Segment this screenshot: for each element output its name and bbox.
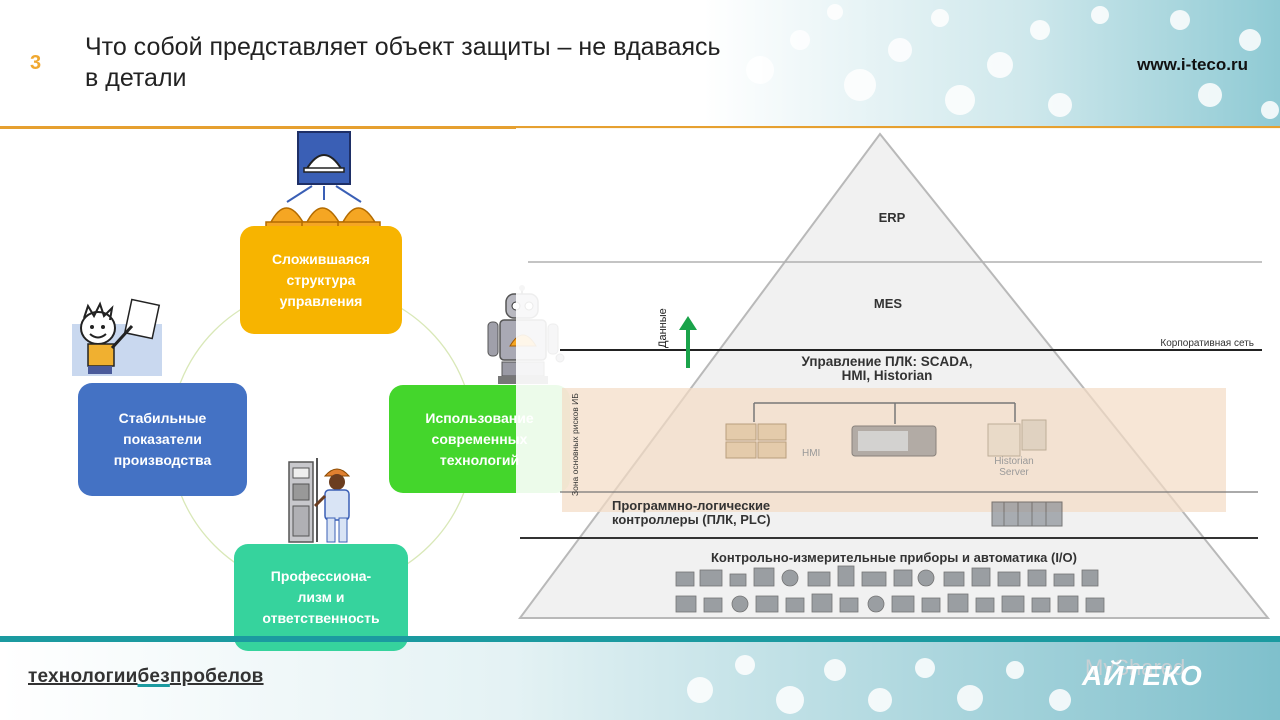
- footer-slogan: технологиибезпробелов: [28, 666, 264, 688]
- monitor-icon: [851, 425, 937, 457]
- automation-pyramid: ERP MES Корпоративная сеть Данные Управл…: [516, 128, 1280, 624]
- engineer-with-cabinet-icon: [288, 458, 351, 543]
- erp-label: ERP: [879, 210, 906, 225]
- worker-with-paper-icon: [72, 298, 162, 376]
- hard-hat-board-icon: [265, 131, 381, 228]
- plc-label-line2: контроллеры (ПЛК, PLC): [612, 512, 771, 527]
- cycle-box-professionalism: Профессиона- лизм и ответственность: [234, 544, 408, 651]
- historian-server-icon: [987, 419, 1047, 457]
- slogan-part-3: пробелов: [169, 666, 264, 687]
- footer-band: [0, 636, 1280, 642]
- io-label: Контрольно-измерительные приборы и автом…: [711, 550, 1077, 565]
- slogan-part-2: без: [137, 666, 170, 687]
- website-link[interactable]: www.i-teco.ru: [1137, 55, 1248, 74]
- watermark: MyShared: [1085, 655, 1186, 680]
- slogan-part-1: технологии: [28, 666, 138, 687]
- historian-label-line1: Historian: [994, 456, 1033, 467]
- server-icon: [725, 423, 787, 459]
- mes-label: MES: [874, 296, 903, 311]
- field-devices-icon: [675, 565, 1105, 613]
- slide-title: Что собой представляет объект защиты – н…: [85, 33, 721, 92]
- company-logo: АЙТЕКО: [1082, 660, 1203, 691]
- hmi-label: HMI: [802, 448, 820, 459]
- plc-label-line1: Программно-логические: [612, 498, 770, 513]
- cycle-box-stable-indicators: Стабильные показатели производства: [78, 383, 247, 496]
- scada-label-line2: HMI, Historian: [842, 368, 933, 383]
- data-arrow-label: Данные: [657, 308, 669, 348]
- cycle-box-management-structure: Сложившаяся структура управления: [240, 226, 402, 334]
- risk-zone-label: Зона основных рисков ИБ: [570, 393, 580, 496]
- historian-label-line2: Server: [999, 467, 1029, 478]
- plc-icon: [991, 501, 1063, 527]
- scada-label-line1: Управление ПЛК: SCADA,: [802, 354, 973, 369]
- corporate-network-label: Корпоративная сеть: [1160, 338, 1254, 349]
- slide-number: 3: [30, 52, 42, 74]
- header-rule: [0, 126, 1280, 129]
